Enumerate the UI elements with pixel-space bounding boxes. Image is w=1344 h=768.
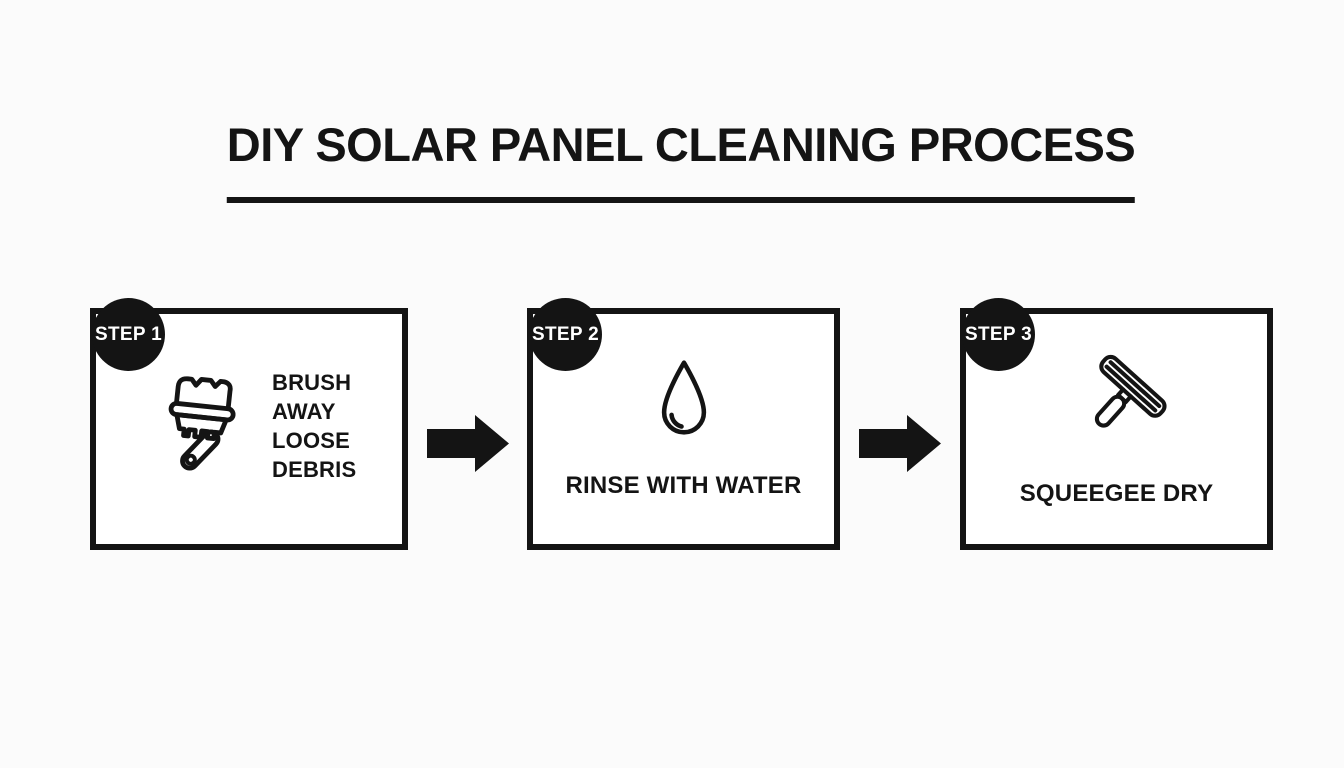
arrow-right-icon <box>859 415 941 472</box>
step-1-label-line-2: AWAY <box>272 399 336 424</box>
paintbrush-icon <box>140 360 252 490</box>
step-1-label-line-3: LOOSE <box>272 428 351 453</box>
steps-row: STEP 1 <box>90 298 1273 550</box>
page-title: DIY SOLAR PANEL CLEANING PROCESS <box>226 118 1136 171</box>
step-3-label: SQUEEGEE DRY <box>1019 480 1214 507</box>
connector-2 <box>840 308 960 472</box>
step-card-2: STEP 2 RINSE WITH WATER <box>527 298 840 550</box>
title-underline <box>226 197 1136 203</box>
step-1-badge-label: STEP 1 <box>95 323 162 345</box>
arrow-right-icon <box>426 415 509 472</box>
step-2-label: RINSE WITH WATER <box>565 472 802 499</box>
squeegee-icon <box>1065 352 1169 456</box>
step-1-label-line-4: DEBRIS <box>272 457 357 482</box>
step-2-badge-label: STEP 2 <box>532 323 599 345</box>
connector-1 <box>408 308 527 472</box>
water-drop-icon <box>655 358 713 442</box>
step-card-3: STEP 3 SQUEEGEE DRY <box>960 298 1273 550</box>
step-1-badge: STEP 1 <box>92 298 165 371</box>
step-2-badge: STEP 2 <box>529 298 602 371</box>
step-card-1: STEP 1 <box>90 298 408 550</box>
step-3-badge: STEP 3 <box>962 298 1035 371</box>
step-3-badge-label: STEP 3 <box>965 323 1032 345</box>
header: DIY SOLAR PANEL CLEANING PROCESS <box>226 118 1136 203</box>
step-1-label: BRUSH AWAY LOOSE DEBRIS <box>272 360 356 490</box>
step-1-label-line-1: BRUSH <box>272 370 352 395</box>
step-1-body: BRUSH AWAY LOOSE DEBRIS <box>96 314 402 490</box>
